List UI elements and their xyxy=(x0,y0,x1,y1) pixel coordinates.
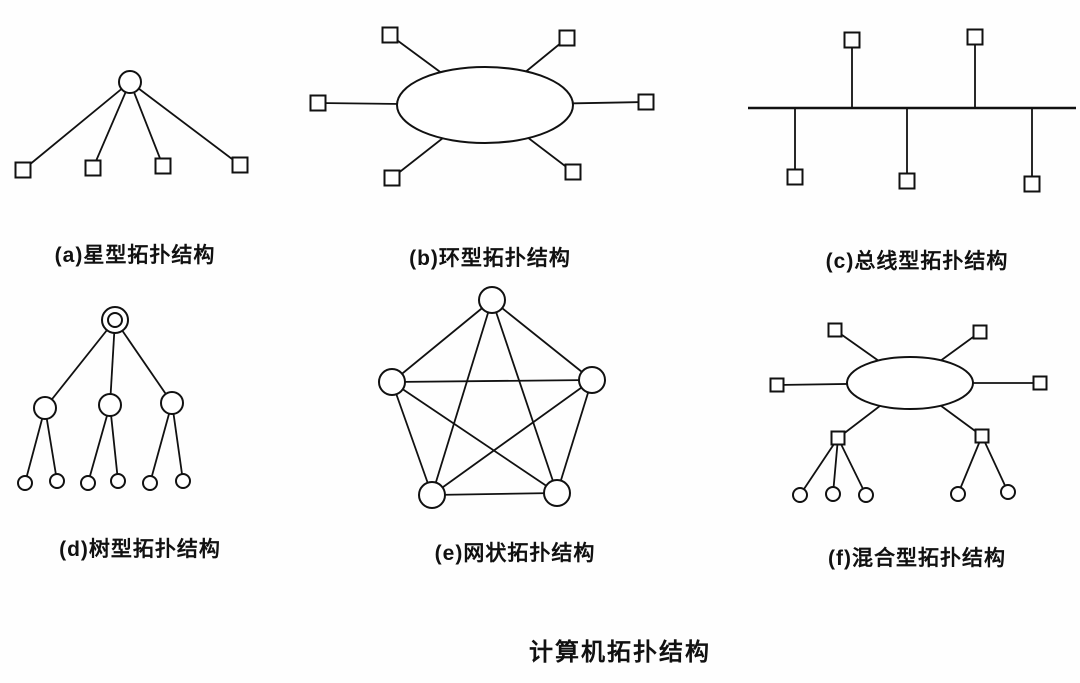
tree-links xyxy=(24,319,184,484)
tree-leaf-nodes xyxy=(17,473,191,491)
figure-title: 计算机拓扑结构 xyxy=(529,639,711,666)
bus-topology-diagram xyxy=(748,28,1076,193)
bus-drop-lines xyxy=(794,44,1033,177)
tree-branch-nodes xyxy=(33,391,184,420)
panel-hybrid xyxy=(750,315,1070,520)
hybrid-terminal-nodes xyxy=(769,322,1048,446)
hybrid-topology-diagram xyxy=(769,322,1048,503)
bus-topology-label: (c)总线型拓扑结构 xyxy=(825,250,1009,273)
mesh-nodes xyxy=(378,286,606,509)
mesh-links xyxy=(391,299,593,496)
hybrid-leaf-nodes xyxy=(792,484,1016,503)
star-topology-label: (a)星型拓扑结构 xyxy=(54,244,216,267)
star-links xyxy=(22,81,241,171)
bus-terminal-nodes xyxy=(786,28,1041,193)
tree-topology-diagram xyxy=(17,306,191,491)
tree-topology-label: (d)树型拓扑结构 xyxy=(59,538,221,561)
ring-topology-label: (b)环型拓扑结构 xyxy=(409,247,571,270)
star-terminal-nodes xyxy=(14,156,249,179)
mesh-topology-diagram xyxy=(378,286,606,509)
star-hub-node xyxy=(118,70,142,94)
panel-star xyxy=(5,0,275,235)
tree-root-node xyxy=(101,306,129,334)
hybrid-tree-links xyxy=(799,435,1009,496)
ring-topology-diagram xyxy=(309,26,655,187)
hybrid-topology-label: (f)混合型拓扑结构 xyxy=(828,547,1006,570)
ring-terminal-nodes xyxy=(309,26,655,187)
panel-tree xyxy=(10,285,270,535)
star-topology-diagram xyxy=(14,70,249,179)
mesh-topology-label: (e)网状拓扑结构 xyxy=(434,542,596,565)
panel-ring xyxy=(290,0,670,235)
ring-node xyxy=(396,66,574,144)
hybrid-ring-node xyxy=(846,356,974,410)
panel-mesh xyxy=(350,282,650,537)
panel-bus xyxy=(740,0,1080,235)
